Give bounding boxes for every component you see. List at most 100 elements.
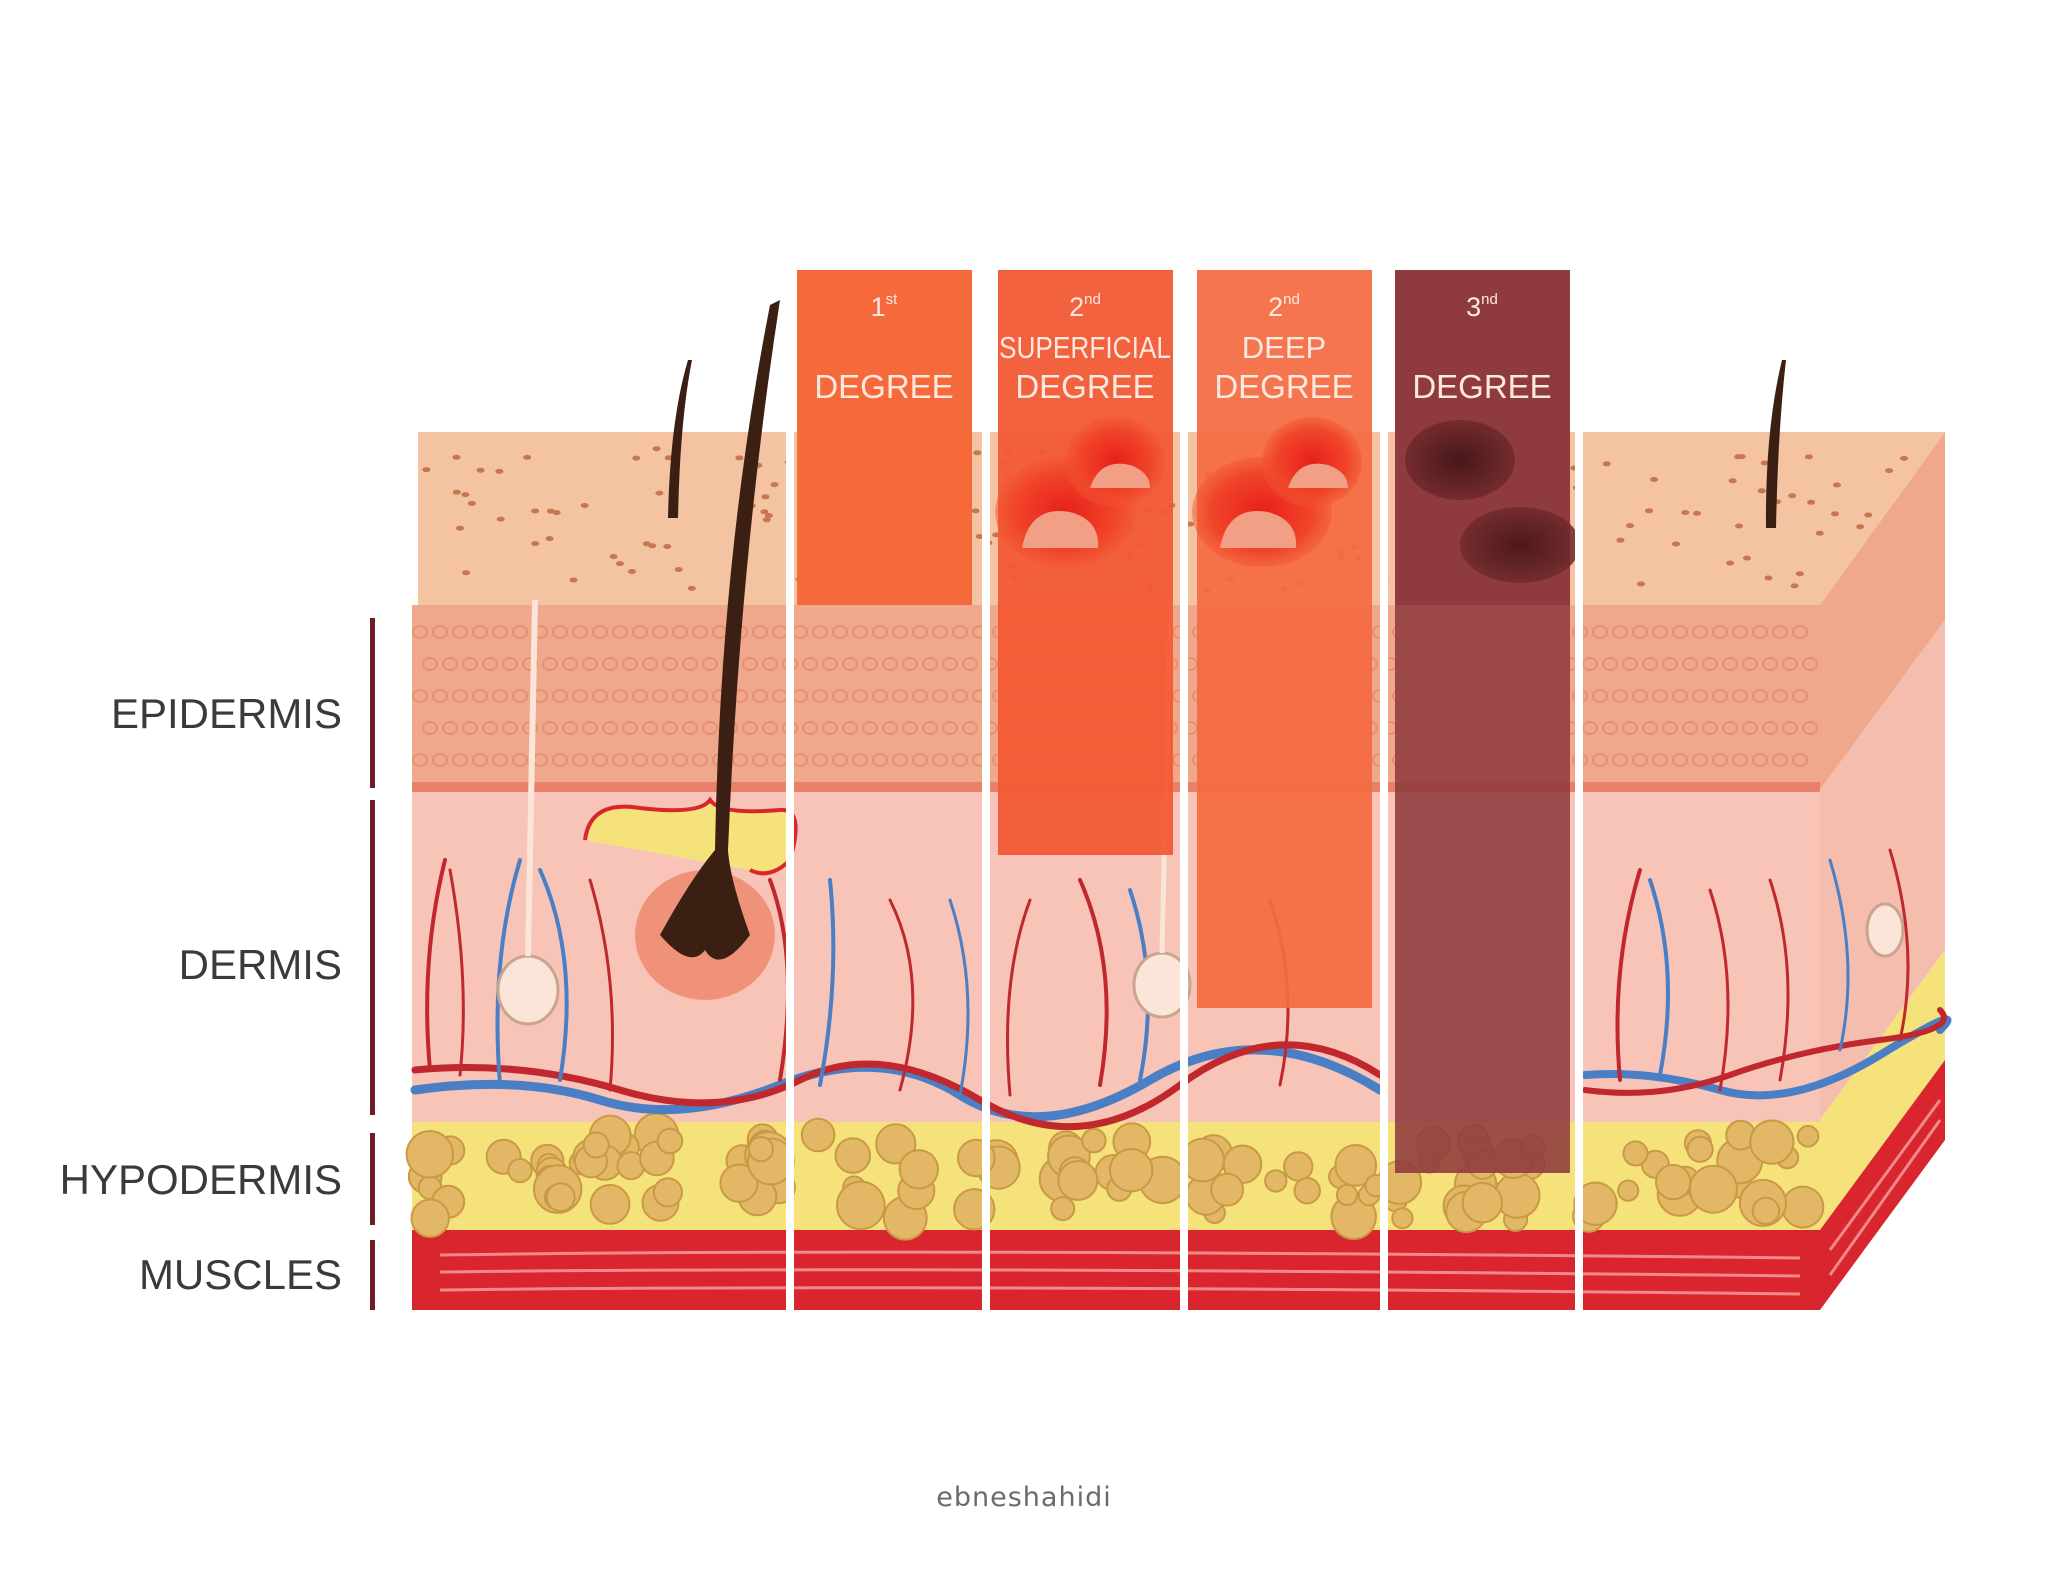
pore — [531, 541, 540, 547]
epidermis-cell — [952, 625, 968, 639]
pore — [422, 467, 431, 473]
burn-column-2nd-superficial — [995, 270, 1173, 855]
epidermis-cell — [912, 753, 928, 767]
fat-cell — [410, 1198, 450, 1238]
burn-line3: DEGREE — [1214, 368, 1353, 405]
artery — [411, 1041, 1384, 1131]
epidermis-cell — [1602, 721, 1618, 735]
epidermis-cell — [742, 721, 758, 735]
epidermis-cell — [612, 689, 628, 703]
epidermis-cell — [1592, 625, 1608, 639]
epidermis-cell — [932, 689, 948, 703]
epidermis-cell — [592, 689, 608, 703]
fat-cell — [800, 1117, 836, 1153]
epidermis-cell — [1722, 721, 1738, 735]
burn-num: 2 — [1268, 292, 1283, 322]
fat-cell — [836, 1180, 886, 1231]
epidermis-cell — [412, 689, 428, 703]
pore — [467, 501, 476, 506]
epidermis-cell — [1802, 657, 1818, 671]
epidermis-cell — [752, 625, 768, 639]
epidermis-cell — [692, 625, 708, 639]
epidermis-cell — [1652, 753, 1668, 767]
epidermis-cell — [412, 753, 428, 767]
epidermis-cell — [682, 721, 698, 735]
pore — [1764, 575, 1773, 581]
epidermis-cell — [932, 625, 948, 639]
epidermis-cell — [632, 689, 648, 703]
epidermis-cell — [912, 689, 928, 703]
epidermis-cell — [1662, 721, 1678, 735]
epidermis-cell — [1672, 689, 1688, 703]
epidermis-cell — [622, 721, 638, 735]
fat-cell — [589, 1184, 631, 1225]
pore — [1743, 555, 1751, 561]
pore — [580, 503, 589, 508]
fat-cell — [1796, 1124, 1820, 1148]
epidermis-cell — [852, 753, 868, 767]
fat-cell — [405, 1130, 454, 1179]
epidermis-cell — [842, 721, 858, 735]
epidermis-cell — [902, 657, 918, 671]
epidermis-cell — [422, 657, 438, 671]
epidermis-cell — [1772, 689, 1788, 703]
epidermis-cell — [452, 753, 468, 767]
fat-cell — [1081, 1127, 1107, 1154]
epidermis-cell — [1702, 721, 1718, 735]
epidermis-cell — [572, 689, 588, 703]
pore — [1728, 478, 1737, 484]
epidermis-cell — [582, 657, 598, 671]
pore — [1864, 512, 1873, 518]
epidermis-cell — [492, 753, 508, 767]
fat-cell — [1264, 1169, 1288, 1193]
fat-cell — [1293, 1177, 1321, 1205]
skin-side-hypodermis — [1820, 950, 1945, 1230]
epidermis-cell — [812, 753, 828, 767]
epidermis-cell — [662, 721, 678, 735]
fat-cell — [1461, 1182, 1504, 1224]
fat-cell — [719, 1163, 759, 1203]
epidermis-cell — [1712, 625, 1728, 639]
fat-cell — [1494, 1172, 1541, 1219]
hair-shaft — [660, 300, 780, 960]
epidermis-cell — [922, 721, 938, 735]
epidermis-cell — [812, 625, 828, 639]
epidermis-cell — [1772, 753, 1788, 767]
fat-cell — [1391, 1207, 1414, 1230]
epidermis-cell — [692, 689, 708, 703]
label-epidermis: EPIDERMIS — [111, 690, 342, 737]
epidermis-cell — [1732, 753, 1748, 767]
epidermis-cell — [632, 753, 648, 767]
epidermis-cell — [892, 689, 908, 703]
epidermis-cell — [762, 657, 778, 671]
pore — [760, 509, 769, 515]
epidermis-cell — [482, 657, 498, 671]
burn-column-2nd-deep — [1192, 270, 1372, 1008]
pore — [1815, 530, 1824, 536]
blister-large — [1022, 511, 1099, 548]
svg-text:1st: 1st — [871, 291, 899, 322]
muscle-fibers — [439, 1099, 1942, 1296]
pore — [1693, 510, 1701, 516]
burn-line3: DEGREE — [814, 368, 953, 405]
fat-cell — [1749, 1119, 1795, 1165]
epidermis-cell — [1612, 625, 1628, 639]
hair-follicle — [583, 300, 798, 1000]
pore — [761, 494, 770, 500]
epidermis-cell — [1622, 721, 1638, 735]
fat-cell — [1617, 1179, 1640, 1202]
svg-text:2nd: 2nd — [1069, 291, 1101, 322]
pore — [973, 450, 982, 456]
pore — [1650, 477, 1659, 482]
fat-cell — [1334, 1144, 1378, 1187]
pore — [452, 454, 461, 460]
epidermis-cell — [1642, 657, 1658, 671]
pore — [1737, 454, 1746, 460]
epidermis-cell — [942, 721, 958, 735]
epidermis-cell — [592, 625, 608, 639]
pore — [687, 585, 696, 591]
epidermis-cell — [1622, 657, 1638, 671]
burn-line3: DEGREE — [1412, 368, 1551, 405]
pore — [615, 561, 624, 567]
epidermis-cell — [902, 721, 918, 735]
